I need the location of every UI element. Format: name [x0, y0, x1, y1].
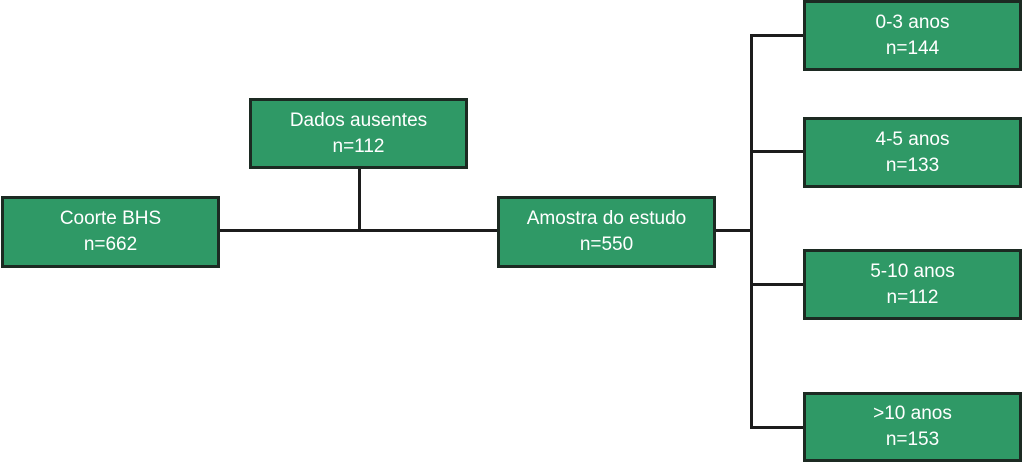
node-sample: Amostra do estudo n=550 — [497, 196, 716, 268]
connector-age-0-3 — [750, 34, 806, 37]
node-count: n=112 — [332, 135, 385, 157]
node-label: Coorte BHS — [59, 208, 162, 229]
branch-trunk — [750, 34, 753, 429]
node-count: n=153 — [885, 429, 940, 450]
node-count: n=550 — [579, 234, 634, 255]
node-count: n=112 — [886, 286, 939, 308]
node-count: n=662 — [83, 234, 138, 255]
node-label: Amostra do estudo — [526, 208, 687, 229]
node-age-4-5: 4-5 anos n=133 — [803, 117, 1022, 188]
node-age-0-3: 0-3 anos n=144 — [803, 0, 1022, 71]
node-label: 4-5 anos — [875, 128, 950, 150]
node-label: 5-10 anos — [870, 260, 955, 282]
connector-missing — [358, 167, 361, 231]
node-count: n=133 — [885, 154, 940, 176]
node-cohort: Coorte BHS n=662 — [1, 196, 220, 268]
connector-age-10-plus — [750, 426, 806, 429]
connector-sample-branch — [716, 229, 753, 232]
node-age-5-10: 5-10 anos n=112 — [803, 249, 1022, 320]
node-label: >10 anos — [873, 403, 952, 424]
node-age-10-plus: >10 anos n=153 — [803, 392, 1022, 462]
connector-age-4-5 — [750, 150, 806, 153]
node-missing: Dados ausentes n=112 — [249, 98, 468, 169]
node-count: n=144 — [885, 37, 940, 59]
connector-age-5-10 — [750, 283, 806, 286]
node-label: 0-3 anos — [875, 11, 950, 33]
node-label: Dados ausentes — [289, 109, 428, 131]
